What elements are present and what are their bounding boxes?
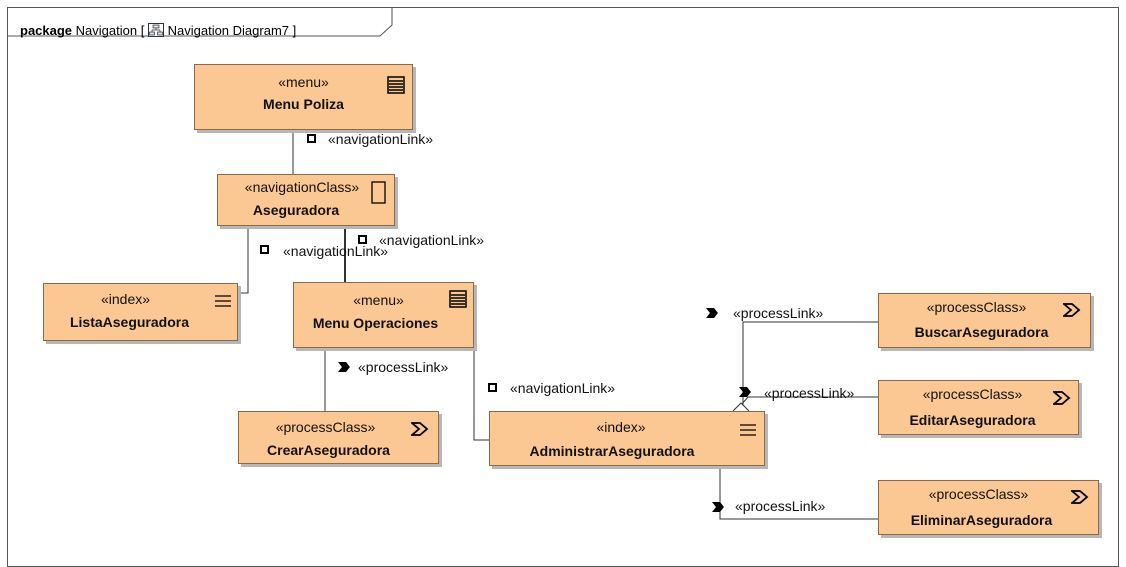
node-eliminar-aseguradora[interactable]: «processClass» EliminarAseguradora: [878, 480, 1099, 535]
node-name: CrearAseguradora: [267, 442, 390, 458]
process-class-icon: [1063, 303, 1081, 317]
package-keyword: package: [20, 23, 73, 38]
node-stereotype: «processClass»: [275, 419, 376, 435]
link-label: «navigationLink»: [510, 380, 616, 396]
node-administrar-aseguradora[interactable]: «index» AdministrarAseguradora: [489, 411, 765, 466]
node-stereotype: «menu»: [278, 74, 329, 90]
link-label: «navigationLink»: [328, 131, 434, 147]
diagram-name: Navigation Diagram7: [167, 23, 290, 38]
process-class-icon: [411, 422, 429, 436]
index-icon: [740, 424, 756, 436]
node-stereotype: «processClass»: [928, 486, 1029, 502]
navigation-link-icon: [358, 235, 367, 244]
link-label: «navigationLink»: [283, 243, 389, 259]
node-editar-aseguradora[interactable]: «processClass» EditarAseguradora: [878, 380, 1079, 435]
association-marker: [732, 402, 750, 412]
link-label: «navigationLink»: [379, 232, 485, 248]
node-buscar-aseguradora[interactable]: «processClass» BuscarAseguradora: [878, 293, 1091, 348]
node-name: Aseguradora: [252, 202, 340, 218]
package-tab-outline: [7, 7, 393, 37]
node-name: ListaAseguradora: [69, 314, 190, 330]
node-lista-aseguradora[interactable]: «index» ListaAseguradora: [43, 283, 238, 341]
process-class-icon: [1053, 391, 1071, 405]
navigation-link-icon: [307, 134, 316, 143]
link-label: «processLink»: [735, 498, 826, 514]
node-name: EditarAseguradora: [909, 412, 1036, 428]
navigation-link-icon: [260, 245, 269, 254]
package-name: Navigation: [75, 23, 138, 38]
node-crear-aseguradora[interactable]: «processClass» CrearAseguradora: [238, 411, 439, 464]
process-link-icon: [739, 387, 751, 397]
node-stereotype: «menu»: [353, 292, 404, 308]
node-name: AdministrarAseguradora: [529, 443, 695, 459]
process-link-icon: [338, 362, 350, 372]
package-tab: package Navigation [ Navigation Diagram7…: [7, 7, 392, 38]
node-name: EliminarAseguradora: [910, 512, 1053, 528]
node-menu-poliza[interactable]: «menu» Menu Poliza: [194, 64, 413, 130]
process-link-icon: [712, 502, 724, 512]
node-menu-operaciones[interactable]: «menu» Menu Operaciones: [293, 282, 474, 348]
node-aseguradora[interactable]: «navigationClass» Aseguradora: [217, 174, 395, 226]
link-operaciones-administrar[interactable]: [473, 348, 489, 441]
node-stereotype: «navigationClass»: [244, 179, 360, 195]
navigation-class-icon: [371, 181, 386, 204]
process-link-icon: [706, 308, 718, 318]
link-label: «processLink»: [733, 305, 824, 321]
navigation-link-icon: [488, 383, 497, 392]
diagram-icon: [147, 23, 164, 37]
node-stereotype: «index»: [596, 419, 646, 435]
link-administrar-eliminar[interactable]: [719, 466, 878, 520]
node-name: Menu Poliza: [263, 96, 344, 112]
link-aseguradora-lista[interactable]: [238, 226, 249, 294]
node-stereotype: «index»: [100, 291, 151, 307]
node-stereotype: «processClass»: [926, 299, 1027, 315]
index-icon: [215, 295, 231, 307]
menu-icon: [449, 290, 467, 308]
link-label: «processLink»: [764, 385, 855, 401]
node-stereotype: «processClass»: [922, 386, 1023, 402]
node-name: BuscarAseguradora: [914, 324, 1049, 340]
process-class-icon: [1071, 490, 1089, 504]
link-administrar-buscar[interactable]: [742, 321, 878, 411]
node-name: Menu Operaciones: [312, 315, 439, 331]
menu-icon: [387, 76, 405, 94]
link-label: «processLink»: [358, 359, 449, 375]
package-title: package Navigation [ Navigation Diagram7…: [20, 23, 297, 38]
